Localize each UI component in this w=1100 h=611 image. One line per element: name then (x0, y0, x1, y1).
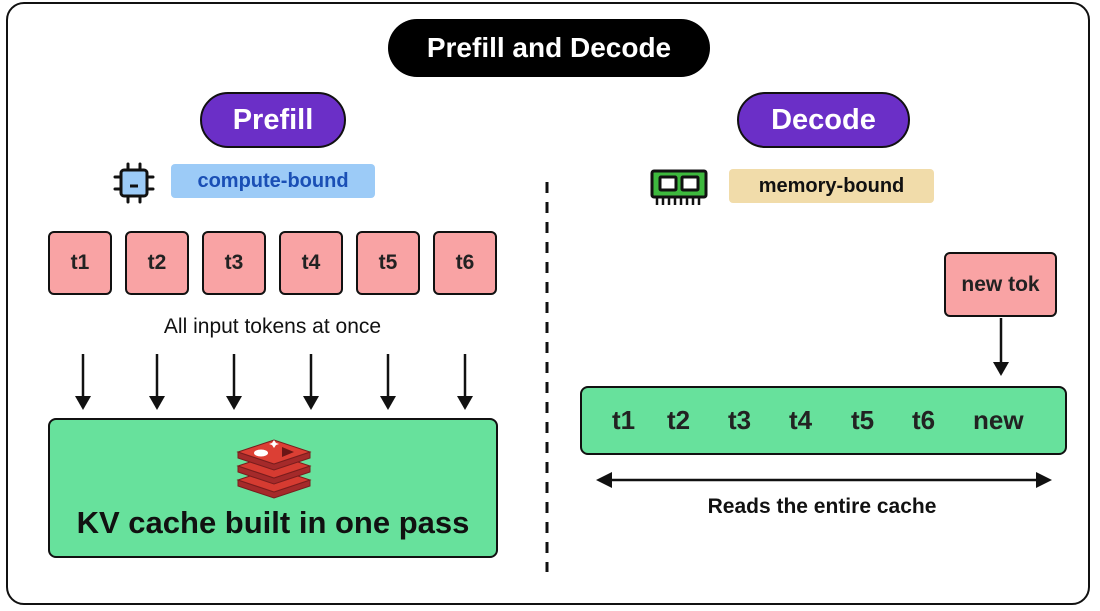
read-range-arrow (596, 472, 1052, 488)
diagram-title: Prefill and Decode (388, 19, 710, 77)
cache-token-new: new (973, 405, 1024, 435)
prefill-token: t4 (279, 231, 343, 295)
new-token-box: new tok (944, 252, 1057, 317)
decode-caption: Reads the entire cache (707, 495, 937, 518)
memory-module-icon (650, 169, 708, 205)
kv-cache-label: KV cache built in one pass (76, 505, 470, 540)
memory-bound-tag: memory-bound (729, 169, 934, 203)
cpu-chip-icon (113, 162, 155, 204)
cache-token: t1 (612, 405, 636, 435)
decode-cache-box (580, 386, 1067, 455)
prefill-token: t1 (48, 231, 112, 295)
prefill-pill: Prefill (200, 92, 346, 148)
prefill-token: t2 (125, 231, 189, 295)
cache-token: t6 (912, 405, 936, 435)
new-token-arrow (993, 318, 1009, 376)
cache-token: t4 (789, 405, 813, 435)
prefill-caption: All input tokens at once (163, 315, 382, 338)
prefill-token: t6 (433, 231, 497, 295)
cache-token: t2 (667, 405, 691, 435)
prefill-arrows (75, 354, 473, 410)
prefill-token: t5 (356, 231, 420, 295)
decode-pill: Decode (737, 92, 910, 148)
divider-line (545, 182, 549, 572)
cache-token: t5 (851, 405, 875, 435)
prefill-token: t3 (202, 231, 266, 295)
cache-token: t3 (728, 405, 752, 435)
redis-logo-icon (236, 439, 312, 499)
compute-bound-tag: compute-bound (171, 164, 375, 198)
